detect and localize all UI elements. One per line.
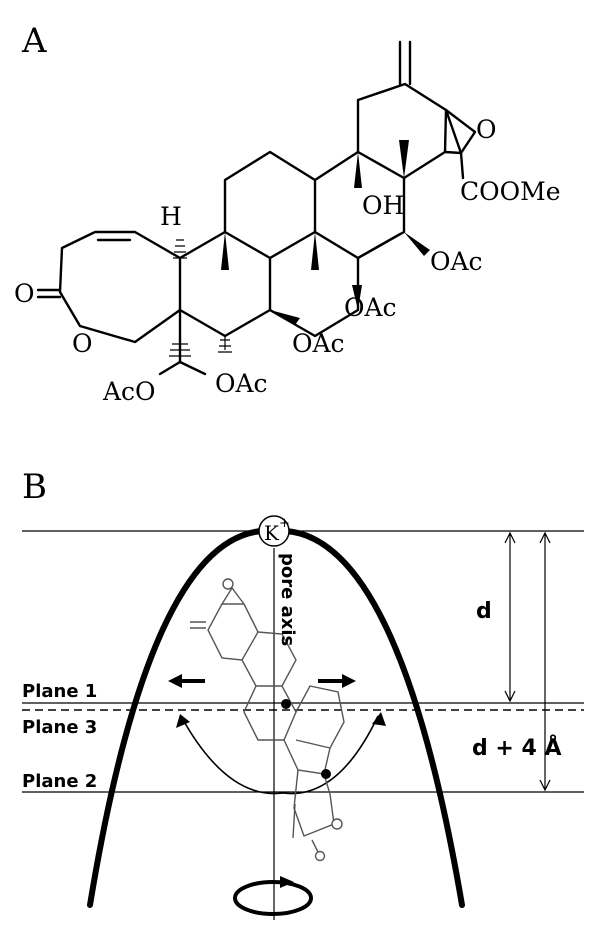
label-lactone-o: O: [72, 329, 93, 358]
label-oac-1: OAc: [430, 247, 483, 276]
label-coome: COOMe: [460, 177, 561, 206]
plane-2-label: Plane 2: [22, 771, 97, 792]
ion-label: K: [264, 521, 280, 545]
distance-d-plus-label: d + 4 Å: [472, 735, 562, 761]
label-epoxide-o: O: [476, 115, 497, 144]
panel-b-label: B: [22, 467, 47, 507]
plane-3-label: Plane 3: [22, 717, 97, 738]
ion-charge: +: [279, 516, 290, 531]
plane-1-label: Plane 1: [22, 681, 97, 702]
distance-d-label: d: [476, 599, 492, 624]
pore-axis-label: pore axis: [277, 553, 298, 646]
label-carbonyl-o: O: [14, 279, 35, 308]
label-aco: AcO: [102, 377, 156, 406]
label-oac-2: OAc: [344, 293, 397, 322]
label-oh: OH: [362, 191, 404, 220]
molecule-structure: [36, 40, 477, 376]
label-oac-4: OAc: [215, 369, 268, 398]
label-h: H: [160, 202, 182, 231]
panel-a-label: A: [21, 21, 47, 61]
label-oac-3: OAc: [292, 329, 345, 358]
pore-model-diagram: [22, 515, 584, 920]
